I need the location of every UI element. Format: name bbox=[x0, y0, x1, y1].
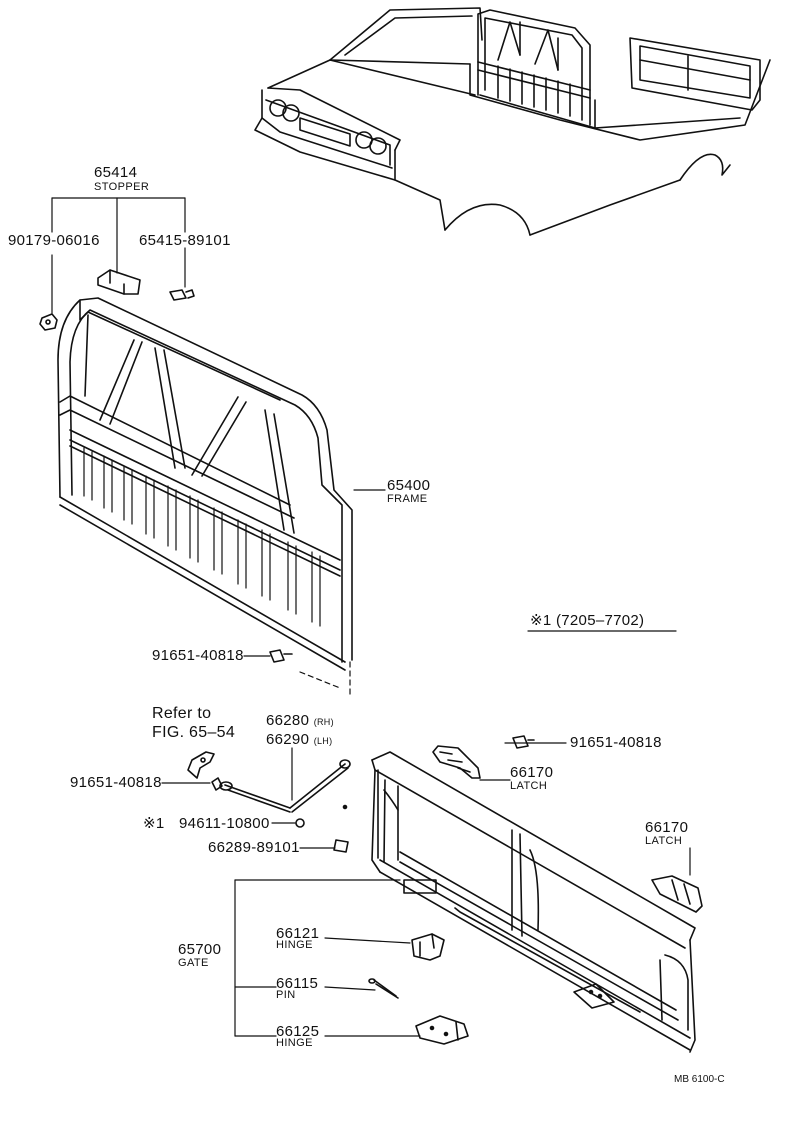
part-name-frame: FRAME bbox=[387, 493, 428, 505]
part-number-66289-89101: 66289-89101 bbox=[208, 839, 300, 856]
part-number-91651-40818-latch: 91651-40818 bbox=[570, 734, 662, 751]
bolt-91651-latch bbox=[512, 735, 535, 749]
part-number-90179-06016: 90179-06016 bbox=[8, 232, 100, 249]
part-name-stopper: STOPPER bbox=[94, 181, 150, 193]
reference-line-2: FIG. 65–54 bbox=[152, 724, 236, 741]
note-mark: ※1 bbox=[143, 815, 165, 832]
chain-assembly bbox=[187, 751, 351, 853]
note-text: ※1 (7205–7702) bbox=[530, 612, 645, 629]
part-number-91651-40818-frame: 91651-40818 bbox=[152, 647, 244, 664]
part-number-66290-value: 66290 bbox=[266, 731, 310, 748]
part-suffix-rh: (RH) bbox=[313, 717, 334, 727]
part-number-66121: 66121 bbox=[276, 925, 320, 942]
diagram-code: MB 6100-C bbox=[674, 1074, 725, 1085]
headboard-frame bbox=[57, 297, 353, 671]
part-number-94611-value: 94611-10800 bbox=[178, 815, 270, 832]
part-number-66290: 66290 (LH) bbox=[266, 732, 332, 747]
part-number-66125: 66125 bbox=[276, 1023, 320, 1040]
part-number-91651-40818-chain: 91651-40818 bbox=[70, 774, 162, 791]
bolt-91651-frame bbox=[269, 649, 293, 663]
part-name-latch-lower: LATCH bbox=[645, 835, 683, 847]
hinge-66121 bbox=[411, 933, 445, 961]
latch-lower bbox=[651, 875, 703, 913]
nut-90179 bbox=[39, 313, 58, 331]
leader-lines bbox=[51, 197, 691, 1037]
latch-upper bbox=[432, 745, 481, 779]
part-name-pin: PIN bbox=[276, 989, 296, 1001]
part-number-65414: 65414 bbox=[94, 164, 138, 181]
part-name-hinge-66125: HINGE bbox=[276, 1037, 313, 1049]
part-number-66115: 66115 bbox=[276, 975, 319, 992]
part-number-66170-lower: 66170 bbox=[645, 819, 689, 836]
part-number-65400: 65400 bbox=[387, 477, 431, 494]
stopper-part bbox=[97, 269, 141, 295]
bolt-65415 bbox=[169, 289, 195, 301]
truck-overview-illustration bbox=[254, 7, 771, 236]
part-name-hinge-66121: HINGE bbox=[276, 939, 313, 951]
part-number-65700: 65700 bbox=[178, 941, 222, 958]
part-number-66170-upper: 66170 bbox=[510, 764, 554, 781]
reference-line-1: Refer to bbox=[152, 705, 212, 722]
part-number-94611-10800: ※1 94611-10800 bbox=[143, 816, 270, 831]
part-number-66280-value: 66280 bbox=[266, 712, 310, 729]
tail-gate bbox=[371, 751, 696, 1053]
hinge-66125 bbox=[415, 1015, 469, 1045]
pin-66115 bbox=[368, 978, 399, 999]
part-number-66280: 66280 (RH) bbox=[266, 713, 334, 728]
part-name-latch-upper: LATCH bbox=[510, 780, 548, 792]
part-name-gate: GATE bbox=[178, 957, 209, 969]
part-suffix-lh: (LH) bbox=[313, 736, 333, 746]
part-number-65415-89101: 65415-89101 bbox=[139, 232, 231, 249]
